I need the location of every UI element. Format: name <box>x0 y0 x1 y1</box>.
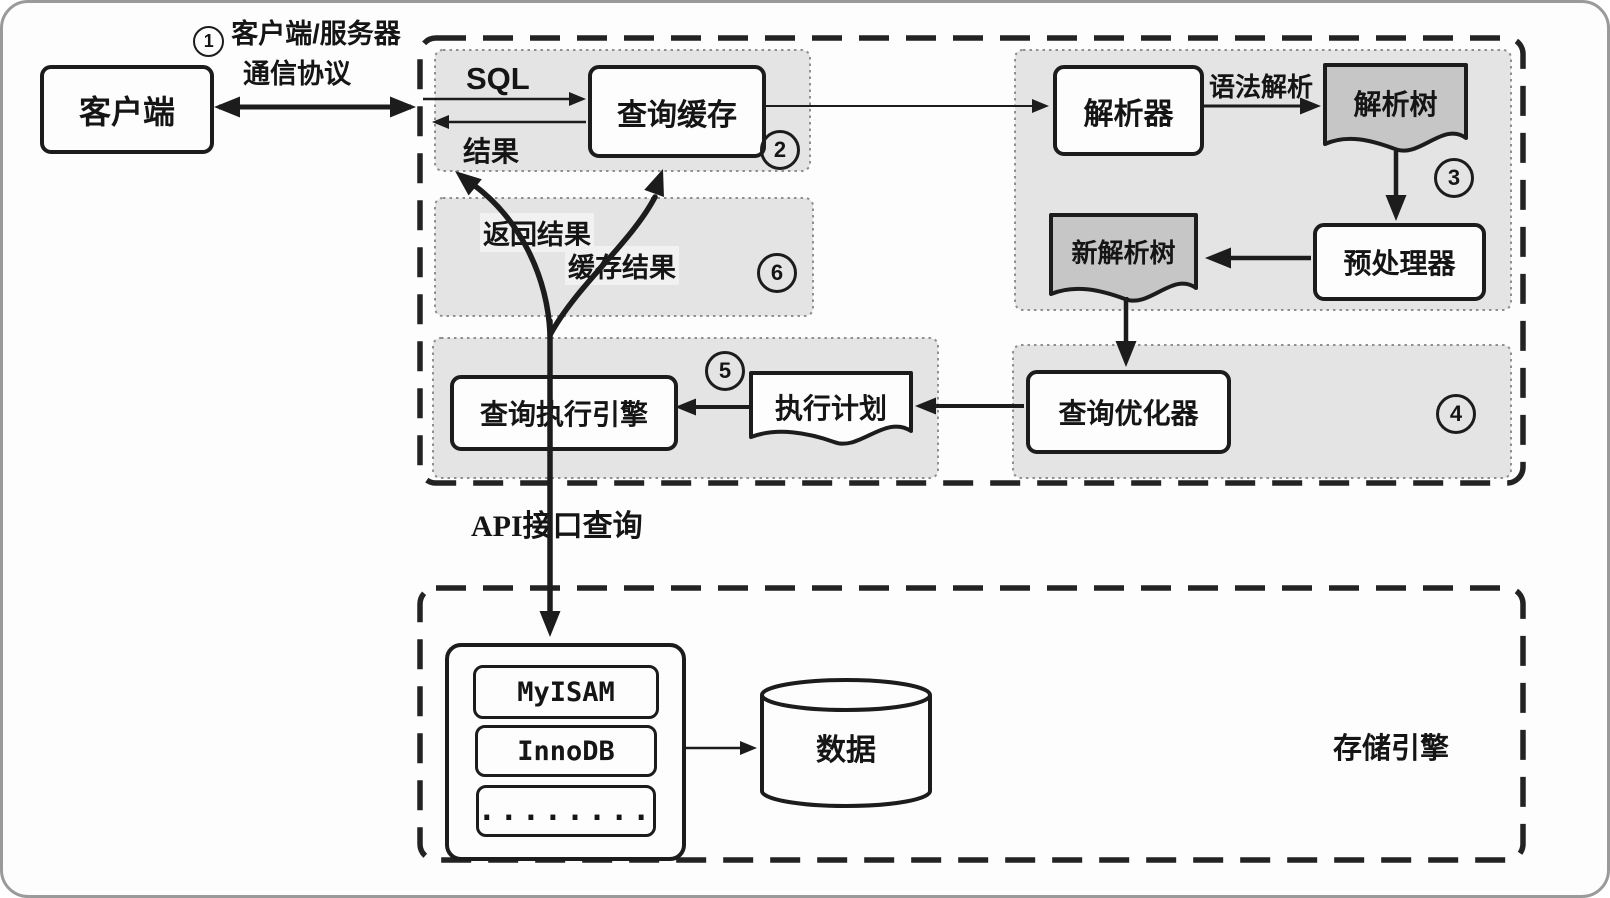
protocol-line2: 通信协议 <box>243 59 351 89</box>
arrowhead <box>1115 341 1137 367</box>
data-store-label: 数据 <box>816 734 876 767</box>
arrowhead <box>915 397 936 415</box>
node-query-cache: 查询缓存 <box>588 65 766 158</box>
cache-result-label: 缓存结果 <box>565 246 679 285</box>
node-execution-engine: 查询执行引擎 <box>450 375 678 451</box>
step-3-badge: 3 <box>1434 158 1474 198</box>
arrowhead <box>675 398 696 416</box>
result-label: 结果 <box>463 136 520 167</box>
sql-label: SQL <box>466 61 530 96</box>
arrowhead <box>1032 99 1049 113</box>
storage-engine-myisam: MyISAM <box>473 665 659 719</box>
arrowhead <box>644 169 664 198</box>
new-parse-tree-label: 新解析树 <box>1071 238 1176 268</box>
node-parser: 解析器 <box>1053 65 1204 156</box>
arrowhead <box>432 115 449 129</box>
arrowhead <box>214 96 240 118</box>
storage-engine-layer-label: 存储引擎 <box>1333 733 1450 765</box>
node-client: 客户端 <box>40 65 214 154</box>
execution-plan-label: 执行计划 <box>774 393 887 424</box>
step-6-badge: 6 <box>757 253 797 293</box>
node-query-optimizer: 查询优化器 <box>1026 370 1231 454</box>
arrowhead <box>740 741 757 755</box>
parse-tree-label: 解析树 <box>1353 89 1438 120</box>
arrowhead <box>1205 247 1231 269</box>
step-1-badge: 1 <box>193 26 225 57</box>
arrowhead <box>569 92 586 106</box>
return-result-curve <box>468 180 553 336</box>
step-2-badge: 2 <box>760 130 800 170</box>
storage-engine-innodb: InnoDB <box>475 725 657 777</box>
protocol-line1: 客户端/服务器 <box>231 19 401 49</box>
step-4-badge: 4 <box>1436 394 1476 434</box>
api-query-label: API接口查询 <box>471 510 643 543</box>
arrowhead <box>390 96 416 118</box>
syntax-parse-label: 语法解析 <box>1208 72 1313 102</box>
step-5-badge: 5 <box>705 351 745 391</box>
node-preprocessor: 预处理器 <box>1313 223 1486 301</box>
arrowhead <box>539 611 561 637</box>
storage-engine-more: ........ <box>476 785 656 837</box>
arrowhead <box>1385 195 1407 221</box>
